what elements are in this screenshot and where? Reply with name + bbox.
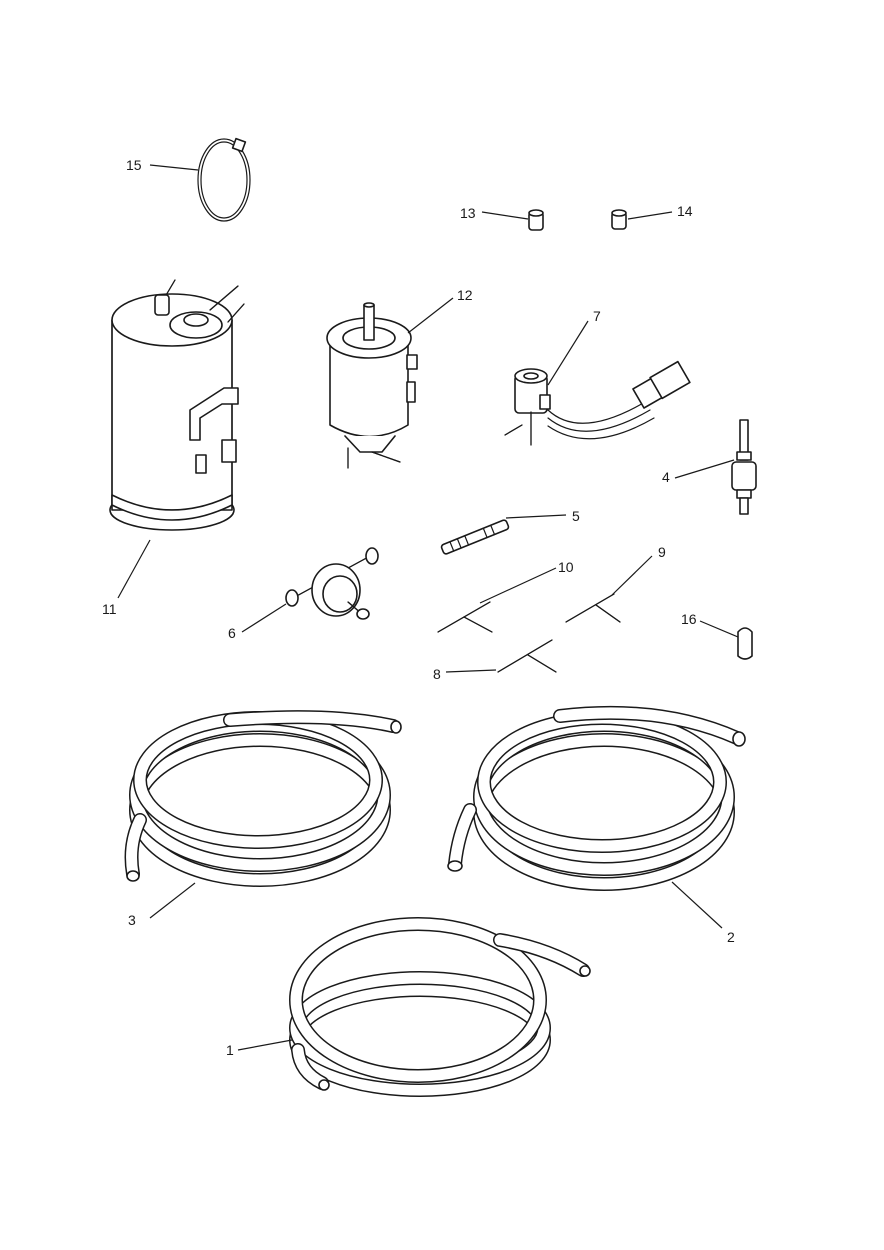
part-2-hose-coil bbox=[447, 705, 746, 891]
callout-14: 14 bbox=[677, 203, 693, 219]
part-7-solenoid-valve bbox=[504, 360, 691, 446]
part-8-t-piece bbox=[497, 639, 557, 673]
part-4-inline-filter bbox=[731, 419, 757, 515]
callout-3: 3 bbox=[128, 912, 136, 928]
callout-7: 7 bbox=[593, 308, 601, 324]
part-13-cap bbox=[528, 209, 544, 231]
part-6-check-valve bbox=[285, 547, 379, 620]
part-9-t-piece bbox=[565, 593, 621, 623]
callout-4: 4 bbox=[662, 469, 670, 485]
callout-2: 2 bbox=[727, 929, 735, 945]
callout-6: 6 bbox=[228, 625, 236, 641]
callout-12: 12 bbox=[457, 287, 473, 303]
callout-8: 8 bbox=[433, 666, 441, 682]
part-16-end-plug bbox=[737, 627, 753, 660]
part-15-clamp-ring bbox=[197, 137, 251, 222]
part-5-connector bbox=[440, 519, 510, 555]
callout-9: 9 bbox=[658, 544, 666, 560]
part-3-hose-coil bbox=[124, 710, 402, 887]
callout-13: 13 bbox=[460, 205, 476, 221]
part-14-cap bbox=[611, 209, 627, 230]
part-12-filter bbox=[326, 302, 418, 469]
part-10-t-piece bbox=[437, 601, 493, 633]
callout-10: 10 bbox=[558, 559, 574, 575]
part-11-canister bbox=[109, 279, 245, 531]
callout-16: 16 bbox=[681, 611, 697, 627]
part-1-hose-coil bbox=[289, 917, 591, 1097]
callout-11: 11 bbox=[102, 601, 117, 617]
callout-15: 15 bbox=[126, 157, 142, 173]
callout-1: 1 bbox=[226, 1042, 234, 1058]
callout-5: 5 bbox=[572, 508, 580, 524]
